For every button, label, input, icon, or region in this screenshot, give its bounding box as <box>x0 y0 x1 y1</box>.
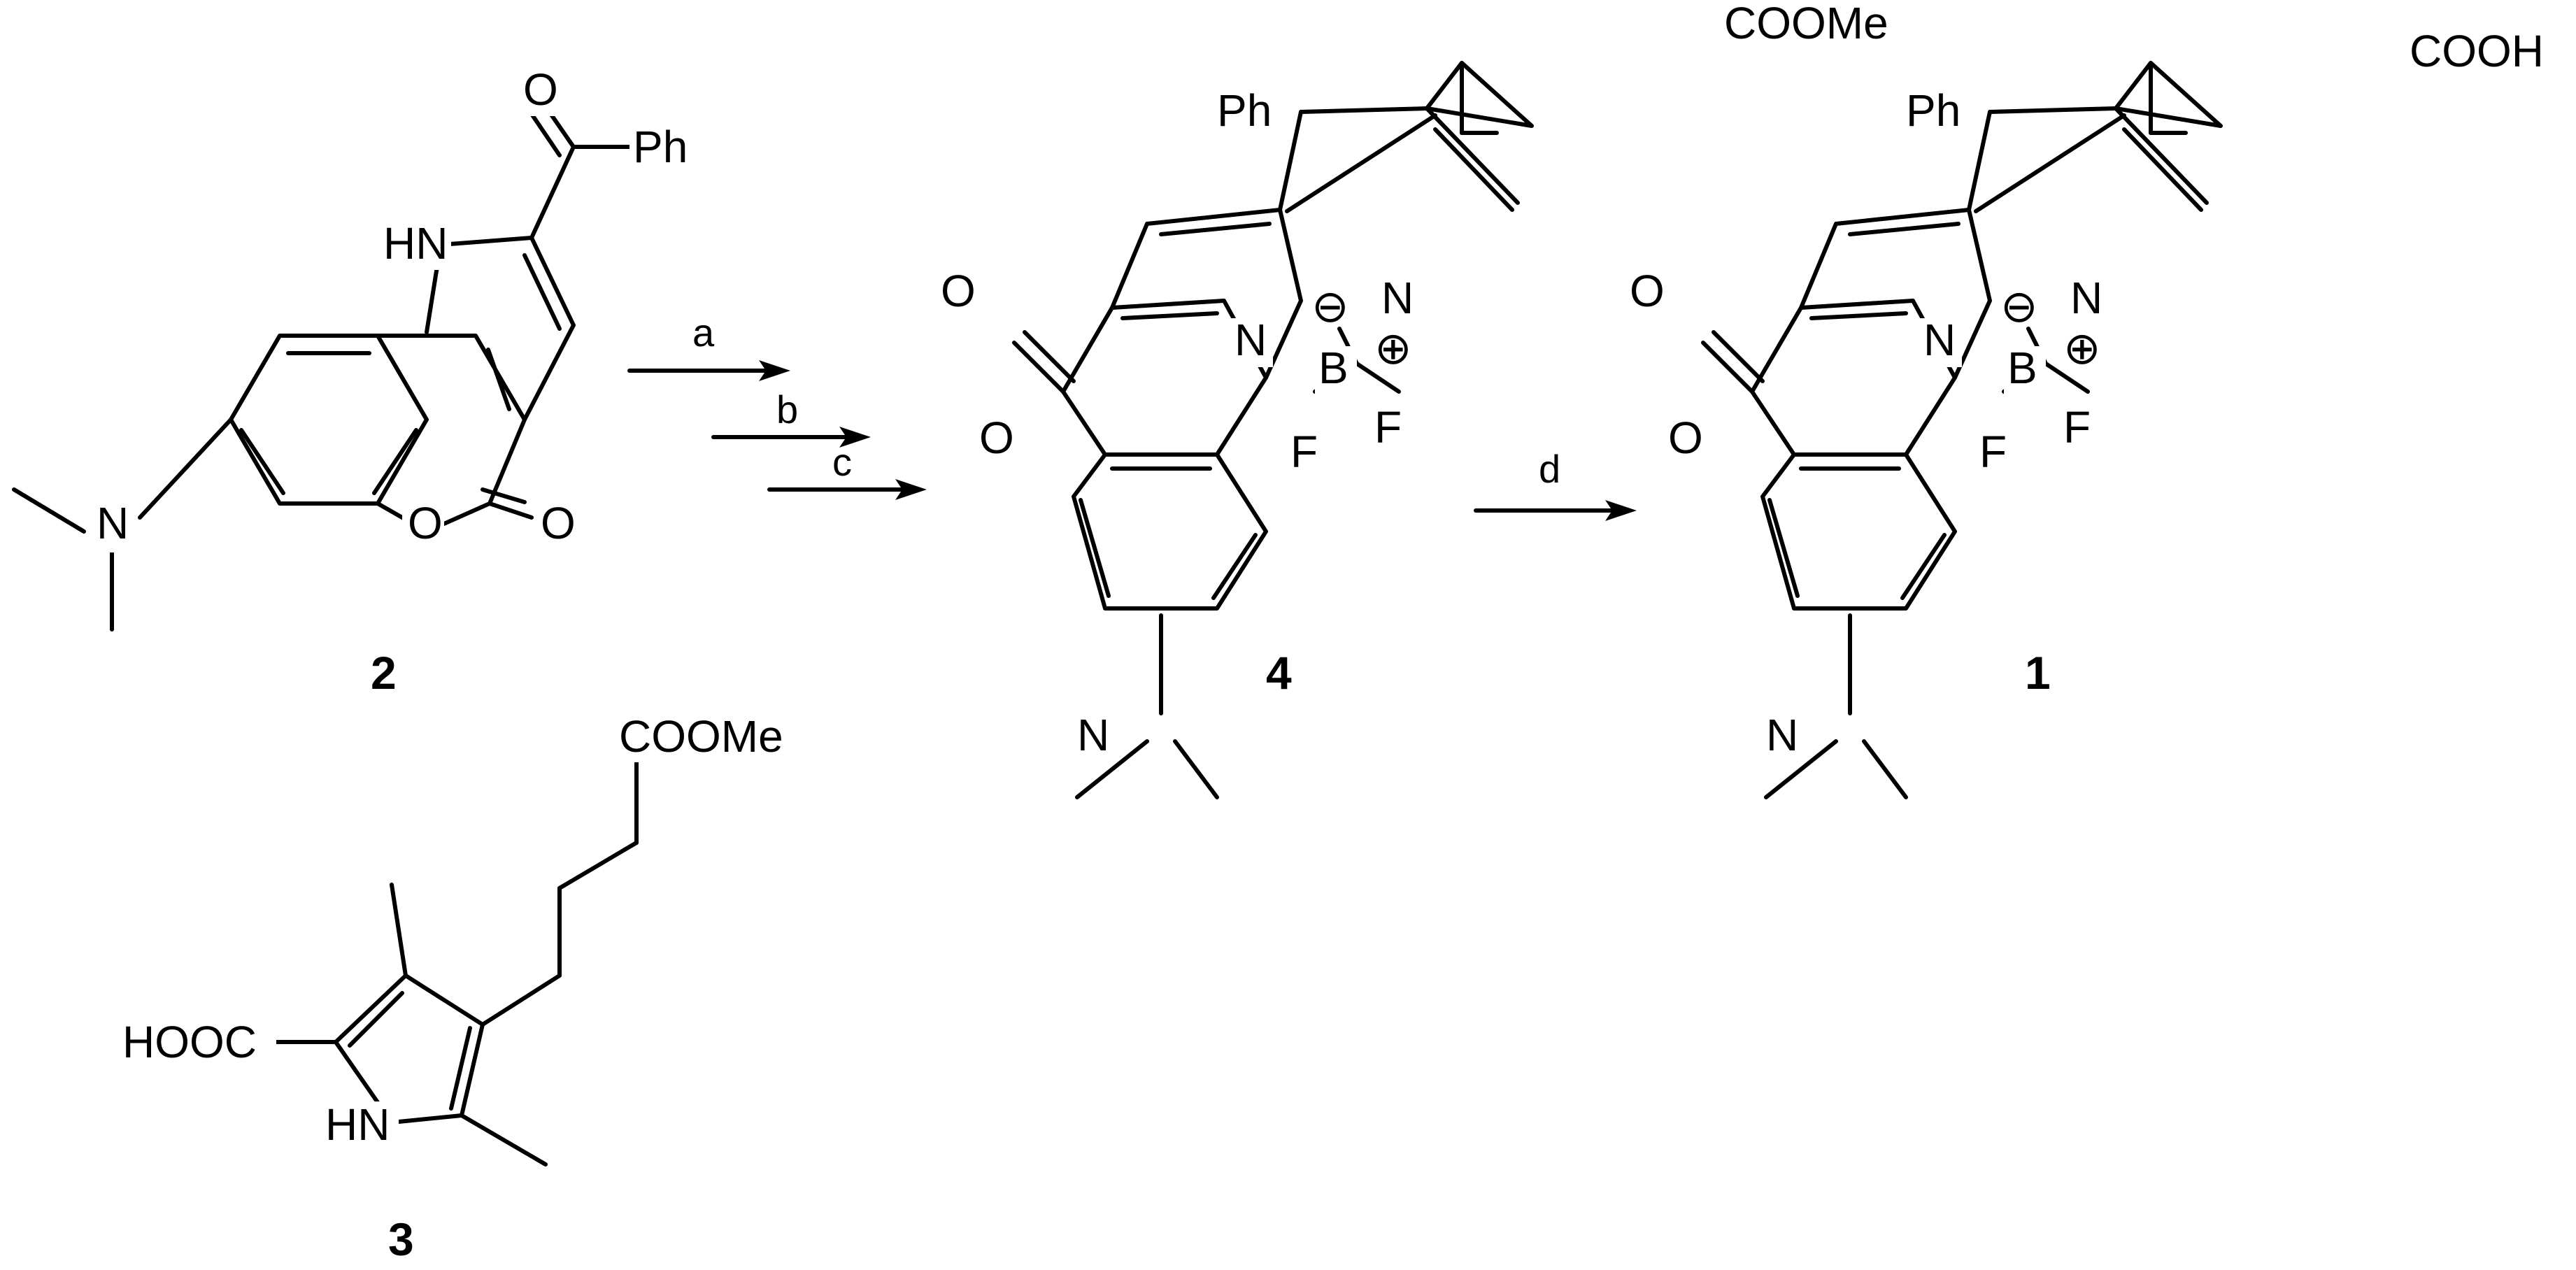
dimethylamino-nitrogen-label: N <box>97 498 129 548</box>
imine-nitrogen-label: N <box>1381 273 1414 323</box>
carbonyl-oxygen-label: O <box>523 64 558 115</box>
carboxylic-acid-label: COOH <box>2410 26 2544 76</box>
fluorine-label-2: F <box>2063 402 2091 452</box>
compound-4-bonds <box>1012 61 1534 799</box>
methyl-ester-label: COOMe <box>1724 0 1888 48</box>
compound-4-number: 4 <box>1266 647 1292 699</box>
reaction-arrow-a: a <box>627 311 790 381</box>
boron-negative-charge: ⊖ <box>1311 281 1349 331</box>
condition-d-label: d <box>1539 447 1560 491</box>
boron-label: B <box>1318 343 1349 393</box>
compound-1-number: 1 <box>2025 647 2051 699</box>
compound-3: COOMe HOOC HN 3 <box>119 711 818 1265</box>
boron-label: B <box>2007 343 2037 393</box>
boron-negative-charge: ⊖ <box>2000 281 2038 331</box>
compound-4-labels: Ph COOMe O N B N F F O N ⊖ ⊕ <box>937 0 1916 762</box>
pyrrole-nitrogen-label: N <box>1923 315 1956 365</box>
fluorine-label-1: F <box>1979 427 2007 477</box>
carboxylic-acid-label: HOOC <box>122 1017 257 1067</box>
dimethylamino-nitrogen-label: N <box>1077 710 1109 760</box>
compound-2: Ph O HN N O O 2 <box>12 64 706 699</box>
compound-2-labels: Ph O HN N O O <box>91 64 706 552</box>
nitrogen-positive-charge: ⊕ <box>2063 323 2101 373</box>
ring-oxygen-label: O <box>979 413 1014 463</box>
compound-3-bonds <box>274 760 639 1166</box>
compound-1: Ph COOH O N B N F F O N ⊖ ⊕ 1 <box>1626 26 2560 799</box>
condition-a-label: a <box>692 311 715 355</box>
compound-2-number: 2 <box>371 647 397 699</box>
fluorine-label-2: F <box>1374 402 1402 452</box>
ring-oxygen-label: O <box>408 498 443 548</box>
nitrogen-positive-charge: ⊕ <box>1374 323 1412 373</box>
carbonyl-oxygen-label: O <box>941 266 976 316</box>
compound-3-labels: COOMe HOOC HN <box>119 711 818 1150</box>
fluorine-label-1: F <box>1290 427 1318 477</box>
phenyl-label: Ph <box>633 122 688 172</box>
pyrrole-nh-label: HN <box>383 218 448 269</box>
ring-oxygen-label: O <box>1668 413 1703 463</box>
compound-1-bonds <box>1701 61 2223 799</box>
lactone-carbonyl-oxygen-label: O <box>541 498 576 548</box>
dimethylamino-nitrogen-label: N <box>1766 710 1798 760</box>
methyl-ester-label: COOMe <box>619 711 783 762</box>
pyrrole-nitrogen-label: N <box>1234 315 1267 365</box>
compound-3-number: 3 <box>388 1213 414 1265</box>
condition-b-label: b <box>776 387 798 431</box>
reaction-arrow-b: b <box>711 387 871 448</box>
compound-4: Ph COOMe O N B N F F O N ⊖ ⊕ 4 <box>937 0 1916 799</box>
phenyl-label: Ph <box>1217 85 1272 136</box>
reaction-arrow-c: c <box>767 440 927 500</box>
pyrrole-nh-label: HN <box>325 1099 390 1150</box>
phenyl-label: Ph <box>1906 85 1961 136</box>
reaction-arrow-d: d <box>1474 447 1637 521</box>
carbonyl-oxygen-label: O <box>1630 266 1665 316</box>
compound-1-labels: Ph COOH O N B N F F O N ⊖ ⊕ <box>1626 26 2560 762</box>
imine-nitrogen-label: N <box>2070 273 2102 323</box>
condition-c-label: c <box>832 440 852 484</box>
